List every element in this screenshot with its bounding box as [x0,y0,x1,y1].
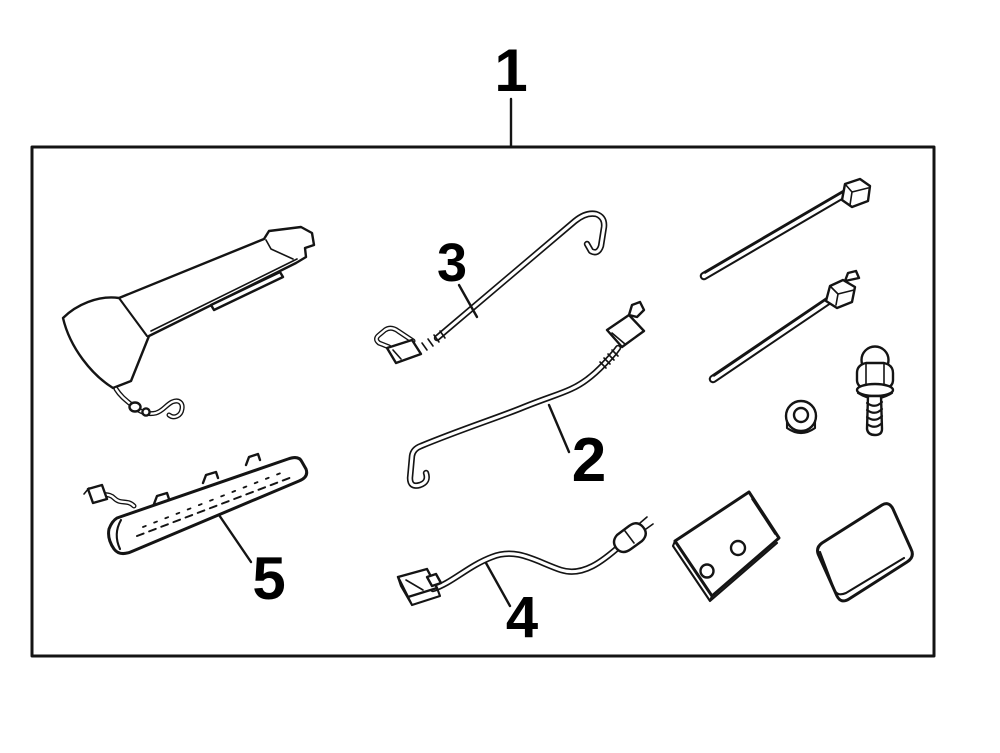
callout-5: 5 [217,513,286,612]
callout-1-number: 1 [494,37,527,104]
bolt-shank [865,394,884,437]
callout-5-leader [217,513,253,564]
light-bar-clip-1 [152,491,171,506]
tie2-strap-inner [710,294,837,382]
wire-grommet-bead-2 [141,407,151,417]
adhesive-pad [816,502,914,603]
callout-4: 4 [484,561,538,650]
spoiler-slot [209,270,285,312]
flange-bolt [855,345,895,437]
bolt-washer [855,382,895,398]
wire-grommet-bead [128,401,142,413]
light-bar-lens-hatch-1 [136,476,293,537]
harness4-left-connector-depth [396,575,442,607]
callout-3-leader [457,283,479,319]
rod2-connector-tab [627,300,646,319]
callout-4-leader [484,561,512,608]
light-bar-outline [107,456,309,556]
rod3-tube-inner [435,212,606,340]
rod2-tube-inner [408,346,620,488]
callout-5-number: 5 [252,545,285,612]
wire-sub-harness [396,516,654,607]
plate-thickness [671,539,779,603]
spoiler-outline [61,225,316,390]
callout-3: 3 [437,233,479,319]
callout-2: 2 [547,403,606,495]
tie1-head [840,177,872,209]
rod2-corrugation [599,349,619,369]
pad-thickness [818,550,906,596]
light-connector-tip [83,487,90,495]
light-bar-endcap [115,518,123,551]
grommet-nut [784,399,818,435]
wire-guide-rod-lower [406,300,646,489]
rod2-connector-body [605,313,646,349]
plate-hole-1 [729,539,747,557]
plate-hole-2 [699,563,715,579]
light-bar-clip-2 [201,470,220,485]
harness4-left-connector-detail [405,579,424,591]
pad-outline [816,502,914,603]
callout-1: 1 [494,37,528,148]
light-bar-clip-3 [244,452,262,467]
tie1-head-detail [844,183,869,206]
grommet-hole [792,406,810,424]
rod3-end-hook-inner [375,327,415,349]
high-mount-stop-light [83,452,309,556]
light-connector [86,483,109,505]
grommet-skirt [785,419,817,435]
cable-tie-long [699,177,872,281]
tie1-strap-inner [701,190,849,279]
callout-4-number: 4 [506,585,538,650]
callout-2-leader [547,403,571,454]
harness4-right-connector-detail [624,516,654,544]
spoiler-body [61,225,316,420]
grommet-outer [784,399,818,433]
tie2-ridge [713,294,834,377]
rod2-connector-detail [611,332,626,345]
rod3-connector-block [385,338,423,365]
tie2-head-detail [829,285,855,306]
bolt-threads [865,400,884,428]
wire-guide-rod-upper [374,210,608,365]
harness4-cable-inner [431,543,623,591]
callout-3-number: 3 [437,233,467,293]
spoiler-edge-line [150,258,298,332]
plate-edge-line [751,498,776,535]
rod3-connector-detail [392,349,402,360]
tie2-head-nub [843,269,861,283]
spoiler-crease [117,296,149,338]
callout-2-number: 2 [572,426,606,495]
light-bar-lens-hatch-2 [142,470,287,528]
cable-tie-short [708,269,861,384]
kit-outline-box [30,145,936,658]
tie1-ridge [704,190,846,274]
plate-outline [673,490,781,598]
drilled-mount-plate [671,490,781,603]
spoiler-tab-line [265,239,294,260]
harness4-collar [425,572,443,588]
